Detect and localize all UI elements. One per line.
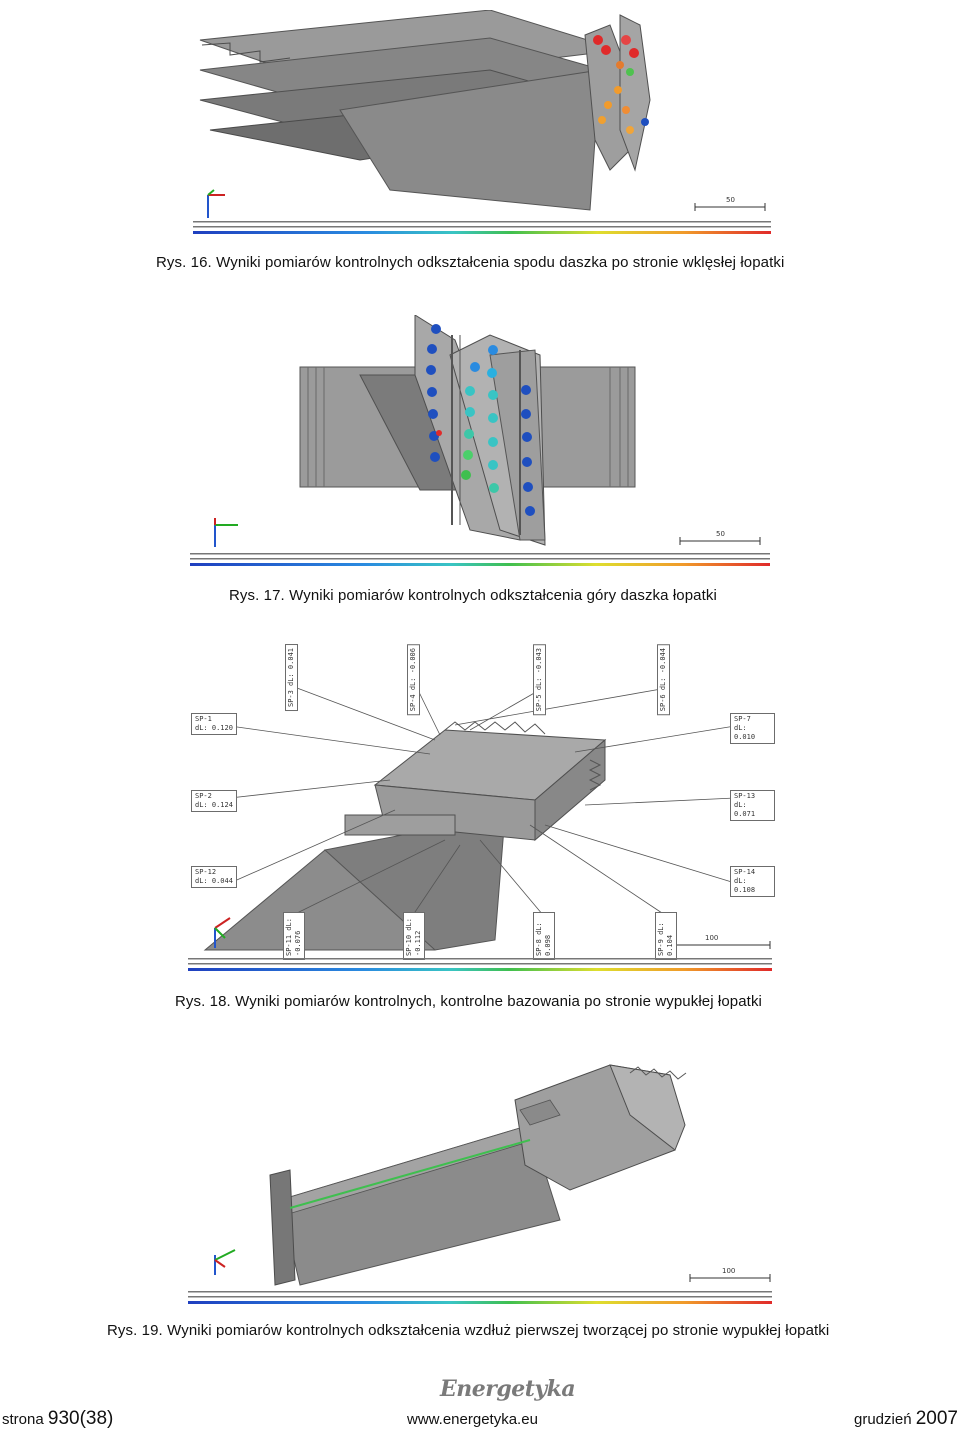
callout-sp-1-name: SP-1 [195,715,212,723]
figure-18-image: 100 [203,687,771,951]
figure-19-scale-label: 100 [722,1267,735,1275]
footer-year: 2007 [915,1408,958,1429]
callout-sp-6: SP-6 dL: -0.044 [657,644,670,716]
callout-sp-7-value: dL: 0.010 [734,724,756,741]
callout-sp-2-name: SP-2 [195,792,212,800]
callout-sp-14: SP-14 dL: 0.108 [730,866,775,897]
callout-sp-10: SP-10 dL: -0.112 [403,912,425,960]
callout-sp-12: SP-12 dL: 0.044 [191,866,237,888]
callout-sp-11: SP-11 dL: -0.076 [283,912,305,960]
callout-sp-4: SP-4 dL: -0.006 [407,644,420,716]
callout-sp-4-name: SP-4 [409,694,417,712]
figure-17: 50 [190,314,770,555]
callout-sp-8-name: SP-8 [535,939,543,956]
callout-sp-6-name: SP-6 [659,694,667,712]
figure-18-scale-label: 100 [705,934,718,942]
figure-17-scale-label: 50 [716,530,725,538]
figure-18: 100 SP-1 dL: 0.120 SP-2 dL: 0.124 SP-12 … [185,640,775,960]
callout-sp-5-name: SP-5 [535,694,543,712]
figure-16-scale-label: 50 [726,196,735,204]
figure-16-caption: Rys. 16. Wyniki pomiarów kontrolnych odk… [156,254,785,271]
callout-sp-8: SP-8 dL: 0.098 [533,912,555,960]
callout-sp-11-name: SP-11 [285,934,293,956]
callout-sp-12-name: SP-12 [195,868,217,876]
figure-16-image: 50 [199,9,766,218]
figure-17-caption: Rys. 17. Wyniki pomiarów kontrolnych odk… [229,587,717,604]
figure-19-color-legend [188,1288,772,1308]
figure-19-image: 100 [214,1064,771,1286]
footer-month: grudzień [854,1411,912,1428]
callout-sp-13-name: SP-13 [734,792,756,800]
callout-sp-14-value: dL: 0.108 [734,877,756,894]
callout-sp-4-value: dL: -0.006 [409,648,417,691]
callout-sp-7-name: SP-7 [734,715,751,723]
callout-sp-1-value: dL: 0.120 [195,724,233,732]
figure-16: 50 [190,9,770,238]
callout-sp-3-name: SP-3 [287,690,295,708]
footer-date: grudzień 2007 [854,1408,958,1430]
callout-sp-2-value: dL: 0.124 [195,801,233,809]
figure-19: 100 [190,1055,775,1290]
footer-page-prefix: strona [2,1411,44,1428]
footer-page-number: 930(38) [47,1408,114,1429]
figure-17-color-legend [190,550,770,570]
callout-sp-12-value: dL: 0.044 [195,877,233,885]
callout-sp-10-name: SP-10 [405,934,413,956]
callout-sp-9: SP-9 dL: 0.104 [655,912,677,960]
callout-sp-2: SP-2 dL: 0.124 [191,790,237,812]
callout-sp-14-name: SP-14 [734,868,756,876]
callout-sp-5: SP-5 dL: -0.043 [533,644,546,716]
callout-sp-1: SP-1 dL: 0.120 [191,713,237,735]
callout-sp-7: SP-7 dL: 0.010 [730,713,775,744]
callout-sp-3: SP-3 dL: 0.041 [285,644,298,712]
footer-page: strona 930(38) [2,1408,113,1430]
figure-17-image: 50 [214,314,761,547]
callout-sp-13-value: dL: 0.071 [734,801,756,818]
figure-18-caption: Rys. 18. Wyniki pomiarów kontrolnych, ko… [175,993,762,1010]
callout-sp-13: SP-13 dL: 0.071 [730,790,775,821]
callout-sp-3-value: dL: 0.041 [287,648,295,686]
callout-sp-5-value: dL: -0.043 [535,648,543,691]
callout-sp-9-name: SP-9 [657,939,665,956]
callout-sp-6-value: dL: -0.044 [659,648,667,691]
footer-website[interactable]: www.energetyka.eu [407,1411,538,1428]
figure-16-color-legend [193,218,771,238]
energetyka-logo: Energetyka [440,1376,576,1402]
figure-18-color-legend [188,955,772,975]
figure-19-caption: Rys. 19. Wyniki pomiarów kontrolnych odk… [107,1322,830,1339]
